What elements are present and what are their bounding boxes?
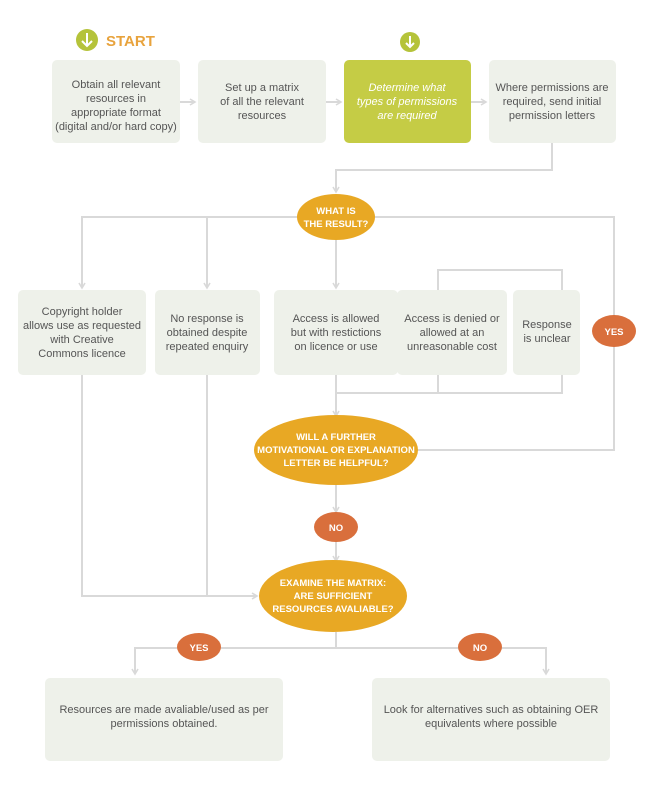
outcome-label-line: but with restictions	[291, 327, 382, 339]
decision-oval	[297, 194, 375, 240]
outcome-label-line: repeated enquiry	[166, 341, 249, 353]
outcome-box	[397, 290, 507, 375]
outcome-label-line: unreasonable cost	[407, 341, 497, 353]
connector-outcome1-examine	[81, 375, 259, 600]
outcome-response-unclear: Response is unclear	[513, 290, 580, 375]
outcome-box	[274, 290, 398, 375]
connector-loop-outcomes	[437, 269, 563, 290]
decision-label-line: EXAMINE THE MATRIX:	[280, 578, 386, 589]
arrow-down-icon	[81, 33, 93, 48]
step-label-line: permission letters	[509, 110, 596, 122]
connector-examine-yes	[131, 632, 337, 676]
no-label: NO	[473, 643, 487, 654]
step-box	[489, 60, 616, 143]
decision-label-line: MOTIVATIONAL OR EXPLANATION	[257, 445, 415, 456]
yes-badge	[592, 315, 636, 347]
decision-further-letter: WILL A FURTHER MOTIVATIONAL OR EXPLANATI…	[254, 415, 418, 485]
step-label-line: Set up a matrix	[225, 82, 299, 94]
outcome-label-line: Access is allowed	[293, 313, 380, 325]
yes-label: YES	[604, 327, 623, 338]
outcome-copyright-allows: Copyright holder allows use as requested…	[18, 290, 146, 375]
outcome-label-line: Copyright holder	[42, 306, 123, 318]
start-label: START	[106, 33, 155, 50]
final-label-line: equivalents where possible	[425, 718, 557, 730]
decision-label-line: WILL A FURTHER	[296, 432, 376, 443]
outcome-label-line: allowed at an	[420, 327, 485, 339]
outcome-box	[155, 290, 260, 375]
step-label-line: Where permissions are	[495, 82, 608, 94]
start-marker: START	[76, 29, 155, 51]
final-box	[45, 678, 283, 761]
outcome-access-denied: Access is denied or allowed at an unreas…	[397, 290, 507, 375]
final-resources-available: Resources are made avaliable/used as per…	[45, 678, 283, 761]
outcome-label-line: on licence or use	[294, 341, 377, 353]
step-box-highlight	[344, 60, 471, 143]
outcome-label-line: No response is	[170, 313, 244, 325]
step-label-line: Obtain all relevant	[72, 79, 161, 91]
decision-label-line: ARE SUFFICIENT	[294, 591, 373, 602]
outcome-no-response: No response is obtained despite repeated…	[155, 290, 260, 375]
decision-what-is-result: WHAT IS THE RESULT?	[297, 194, 375, 240]
outcome-access-restricted: Access is allowed but with restictions o…	[274, 290, 398, 375]
no-badge	[458, 633, 502, 661]
no-badge-examine: NO	[458, 633, 502, 661]
decision-oval	[259, 560, 407, 632]
step-obtain-resources: Obtain all relevant resources in appropr…	[52, 60, 180, 143]
step-send-letters: Where permissions are required, send ini…	[489, 60, 616, 143]
step-box	[52, 60, 180, 143]
yes-badge-examine: YES	[177, 633, 221, 661]
no-badge	[314, 512, 358, 542]
yes-label: YES	[189, 643, 208, 654]
step3-marker	[400, 32, 420, 52]
decision-oval	[254, 415, 418, 485]
step-label-line: resources	[238, 110, 287, 122]
step-determine-permissions: Determine what types of permissions are …	[344, 60, 471, 143]
yes-badge	[177, 633, 221, 661]
decision-label-line: WHAT IS	[316, 206, 355, 217]
final-label-line: Resources are made avaliable/used as per	[59, 704, 268, 716]
connector-join-outcomes	[437, 375, 563, 394]
step-box	[198, 60, 326, 143]
no-badge-further: NO	[314, 512, 358, 542]
step-label-line: of all the relevant	[220, 96, 304, 108]
no-label: NO	[329, 523, 343, 534]
outcome-label-line: Access is denied or	[404, 313, 500, 325]
outcome-box	[513, 290, 580, 375]
connector-result-outcome1	[78, 216, 298, 290]
decision-label-line: THE RESULT?	[304, 219, 369, 230]
decision-label-line: LETTER BE HELPFUL?	[283, 458, 388, 469]
final-label-line: Look for alternatives such as obtaining …	[384, 704, 599, 716]
outcome-label-line: Commons licence	[38, 348, 125, 360]
outcome-label-line: Response	[522, 319, 572, 331]
step-label-line: are required	[377, 110, 437, 122]
outcome-label-line: obtained despite	[167, 327, 248, 339]
final-box	[372, 678, 610, 761]
decision-label-line: RESOURCES AVALIABLE?	[272, 604, 393, 615]
outcome-box	[18, 290, 146, 375]
connectors	[78, 98, 615, 676]
final-look-for-alternatives: Look for alternatives such as obtaining …	[372, 678, 610, 761]
step-set-up-matrix: Set up a matrix of all the relevant reso…	[198, 60, 326, 143]
final-label-line: permissions obtained.	[110, 718, 217, 730]
step-label-line: types of permissions	[357, 96, 458, 108]
step-label-line: Determine what	[368, 82, 446, 94]
yes-badge-loop: YES	[592, 315, 636, 347]
outcome-label-line: is unclear	[523, 333, 570, 345]
step-label-line: required, send initial	[503, 96, 601, 108]
step-label-line: (digital and/or hard copy)	[55, 121, 177, 133]
outcome-label-line: with Creative	[49, 334, 114, 346]
connector-step4-result	[332, 143, 553, 194]
connector-examine-no	[336, 647, 550, 676]
arrow-down-icon	[405, 36, 415, 49]
decision-examine-matrix: EXAMINE THE MATRIX: ARE SUFFICIENT RESOU…	[259, 560, 407, 632]
step-label-line: resources in	[86, 93, 146, 105]
step-label-line: appropriate format	[71, 107, 161, 119]
outcome-label-line: allows use as requested	[23, 320, 141, 332]
